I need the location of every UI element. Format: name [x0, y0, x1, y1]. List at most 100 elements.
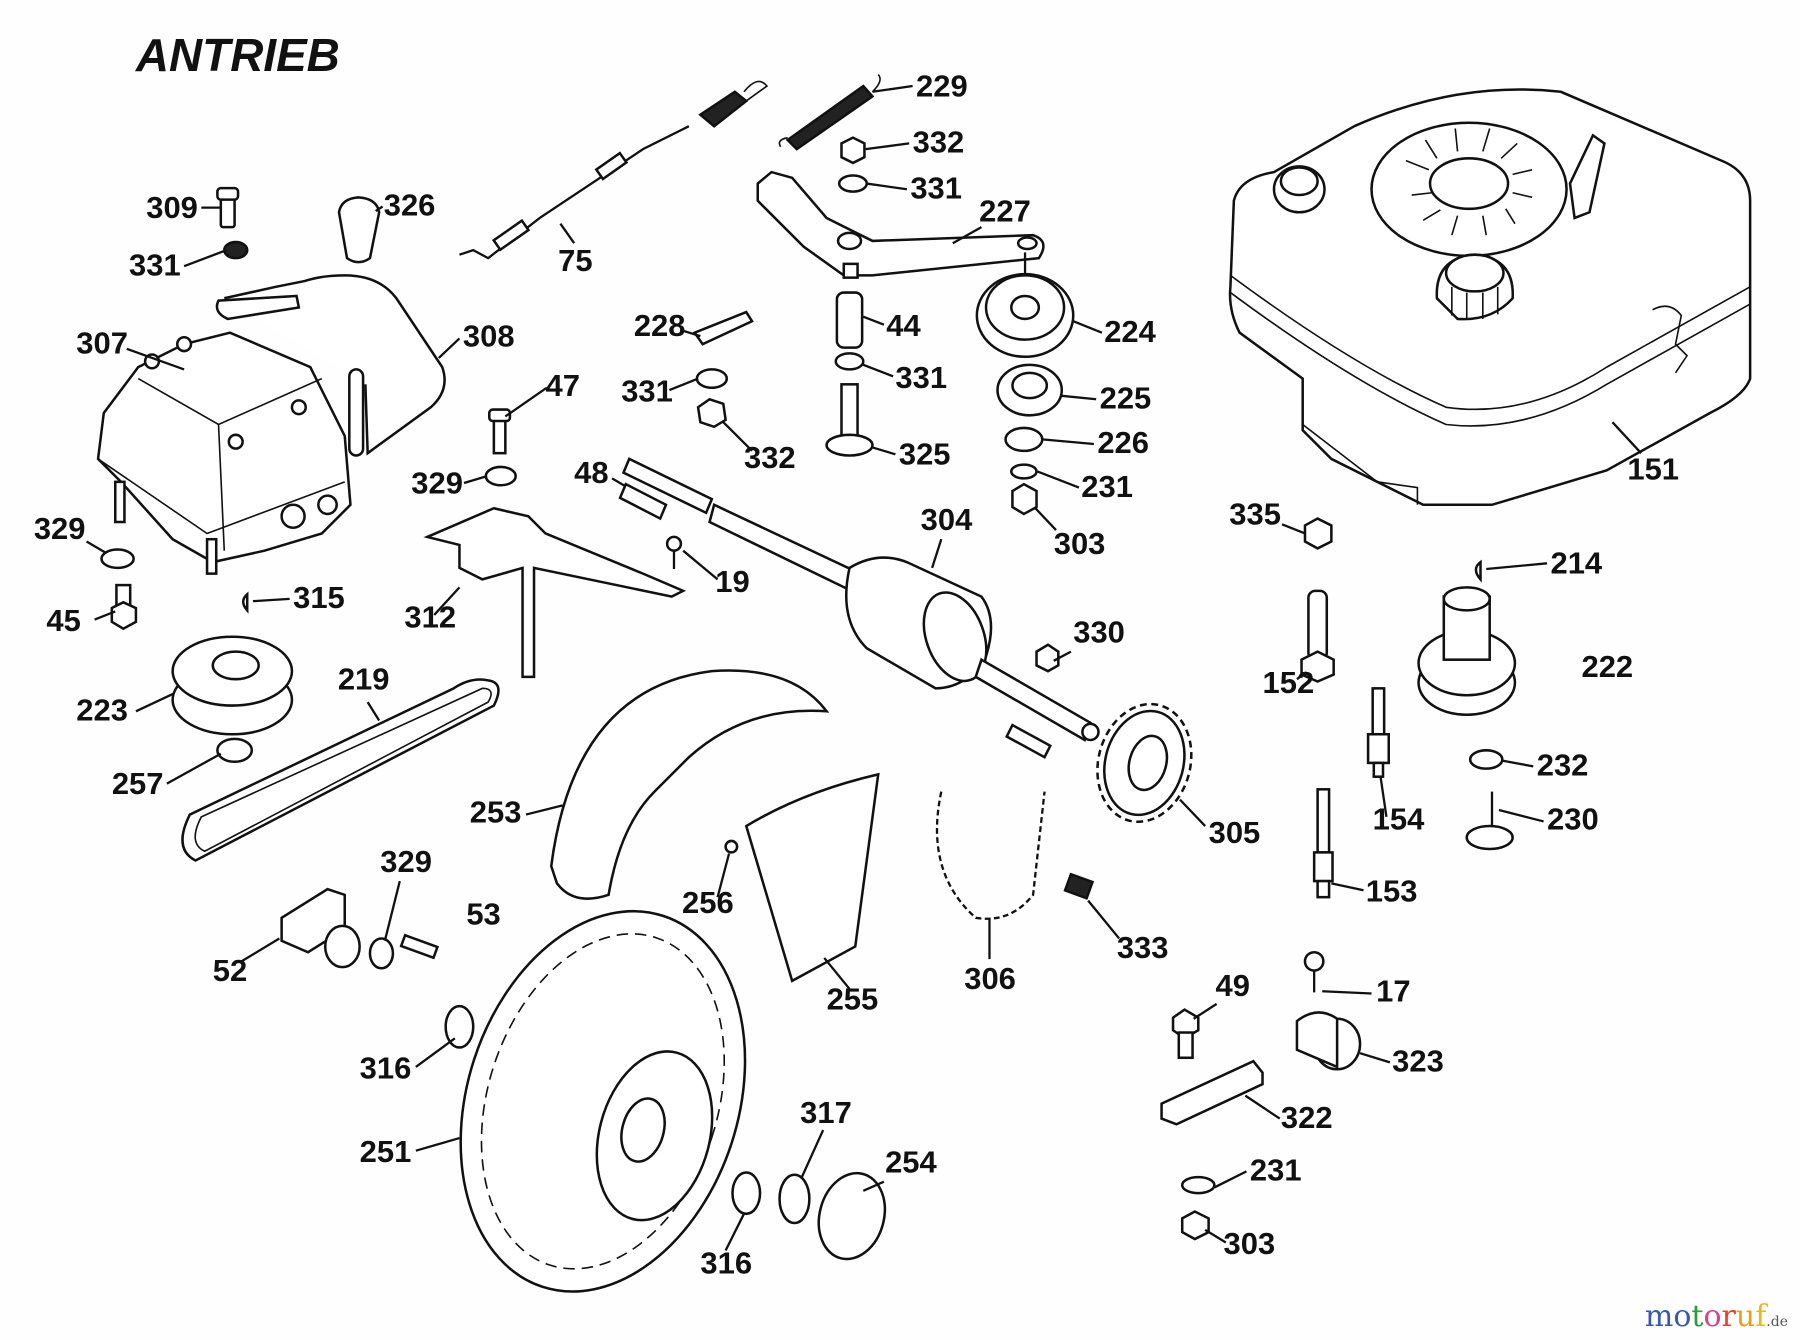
callout-224[interactable]: 224 [1104, 314, 1156, 349]
part-pulley-224[interactable] [975, 272, 1075, 359]
callout-232[interactable]: 232 [1537, 748, 1589, 783]
part-wheel-251[interactable] [414, 874, 792, 1329]
part-stud-154[interactable] [1366, 687, 1390, 778]
callout-322[interactable]: 322 [1281, 1100, 1333, 1135]
part-bolt-152[interactable] [1300, 589, 1335, 683]
part-screw-19[interactable] [665, 535, 683, 570]
callout-329b[interactable]: 329 [34, 511, 86, 546]
callout-331a[interactable]: 331 [129, 247, 181, 282]
part-bolt-45[interactable] [110, 583, 138, 631]
part-pulley-223[interactable] [171, 635, 294, 736]
part-key-315[interactable] [241, 591, 249, 614]
callout-44[interactable]: 44 [886, 308, 921, 343]
part-bracket-312[interactable] [423, 506, 687, 679]
part-spacer-44[interactable] [835, 291, 864, 349]
callout-331d[interactable]: 331 [895, 360, 947, 395]
part-plate-228[interactable] [692, 310, 754, 346]
part-key[interactable] [1005, 723, 1052, 759]
callout-254[interactable]: 254 [885, 1145, 937, 1180]
part-rail-322[interactable] [1160, 1059, 1264, 1126]
part-bearing-225[interactable] [996, 363, 1064, 417]
callout-53[interactable]: 53 [466, 897, 500, 932]
part-bolt-309[interactable] [216, 186, 240, 229]
part-key-214[interactable] [1474, 559, 1482, 583]
callout-317[interactable]: 317 [800, 1095, 852, 1130]
callout-331c[interactable]: 331 [621, 374, 673, 409]
callout-75[interactable]: 75 [558, 243, 592, 278]
part-differential-304[interactable] [844, 556, 1100, 742]
part-sprocket-305[interactable] [1085, 693, 1205, 832]
callout-17[interactable]: 17 [1376, 974, 1410, 1009]
part-idler-arm-227[interactable] [756, 170, 1045, 279]
callout-326[interactable]: 326 [384, 188, 436, 223]
callout-219[interactable]: 219 [338, 662, 390, 697]
callout-306[interactable]: 306 [964, 961, 1016, 996]
callout-332b[interactable]: 332 [744, 440, 796, 475]
part-stud-153[interactable] [1312, 788, 1334, 899]
callout-312[interactable]: 312 [404, 600, 456, 635]
callout-19[interactable]: 19 [715, 564, 749, 599]
callout-333[interactable]: 333 [1117, 930, 1169, 965]
callout-226[interactable]: 226 [1097, 425, 1149, 460]
callout-330[interactable]: 330 [1073, 614, 1125, 649]
callout-231b[interactable]: 231 [1250, 1153, 1302, 1188]
part-pulley-222[interactable] [1417, 586, 1517, 717]
callout-305[interactable]: 305 [1209, 815, 1261, 850]
callout-152[interactable]: 152 [1263, 665, 1315, 700]
part-nut-256[interactable] [724, 839, 739, 854]
part-washer-231[interactable] [1010, 463, 1038, 480]
callout-303b[interactable]: 303 [1224, 1226, 1276, 1261]
part-pin-325[interactable] [825, 383, 874, 457]
callout-231a[interactable]: 231 [1081, 469, 1133, 504]
part-nut-332[interactable] [840, 136, 866, 165]
part-nut-303[interactable] [1180, 1210, 1210, 1241]
part-cap-254[interactable] [810, 1166, 895, 1267]
callout-222[interactable]: 222 [1581, 649, 1633, 684]
callout-47[interactable]: 47 [545, 368, 579, 403]
callout-52[interactable]: 52 [213, 953, 247, 988]
callout-325[interactable]: 325 [899, 437, 951, 472]
part-spring-229[interactable] [778, 74, 881, 151]
part-washer-231[interactable] [1180, 1175, 1216, 1195]
callout-151[interactable]: 151 [1627, 452, 1679, 487]
part-washer-232[interactable] [1468, 749, 1504, 770]
part-plate-255[interactable] [744, 772, 880, 983]
callout-323[interactable]: 323 [1392, 1044, 1444, 1079]
callout-228[interactable]: 228 [634, 308, 686, 343]
part-screw-230[interactable] [1465, 791, 1514, 851]
part-screw-17[interactable] [1303, 950, 1325, 993]
motoruf-watermark[interactable]: motoruf.de [1645, 1299, 1788, 1334]
callout-45[interactable]: 45 [46, 603, 80, 638]
part-nut-303[interactable] [1011, 482, 1038, 516]
part-fender-253[interactable] [549, 669, 830, 900]
part-ring-257[interactable] [216, 737, 254, 764]
part-shift-lever-308[interactable] [215, 274, 446, 457]
part-cable-75[interactable] [459, 80, 769, 260]
callout-225[interactable]: 225 [1100, 380, 1152, 415]
callout-303a[interactable]: 303 [1054, 526, 1106, 561]
callout-304[interactable]: 304 [921, 502, 973, 537]
part-engine-151[interactable] [1228, 88, 1752, 507]
part-nut-330[interactable] [1035, 643, 1060, 673]
part-washer-331[interactable] [834, 352, 865, 371]
part-washer-316[interactable] [444, 1004, 475, 1049]
part-nut-332[interactable] [696, 397, 727, 429]
callout-308[interactable]: 308 [463, 318, 515, 353]
part-bolt-49[interactable] [1171, 1008, 1200, 1060]
callout-229[interactable]: 229 [916, 68, 968, 103]
callout-227[interactable]: 227 [979, 193, 1031, 228]
part-washer-329[interactable] [484, 465, 517, 487]
callout-316a[interactable]: 316 [360, 1050, 412, 1085]
callout-309[interactable]: 309 [146, 190, 198, 225]
part-belt-219[interactable] [181, 678, 500, 862]
part-ring-226[interactable] [1004, 426, 1044, 453]
callout-256[interactable]: 256 [682, 885, 734, 920]
callout-255[interactable]: 255 [827, 982, 879, 1017]
part-gearbox-307[interactable] [96, 331, 352, 575]
callout-329a[interactable]: 329 [411, 465, 463, 500]
part-washer-331[interactable] [695, 368, 729, 390]
part-ring-317[interactable] [778, 1173, 811, 1225]
callout-214[interactable]: 214 [1550, 546, 1602, 581]
part-washer-329[interactable] [100, 548, 135, 570]
callout-253[interactable]: 253 [470, 795, 522, 830]
